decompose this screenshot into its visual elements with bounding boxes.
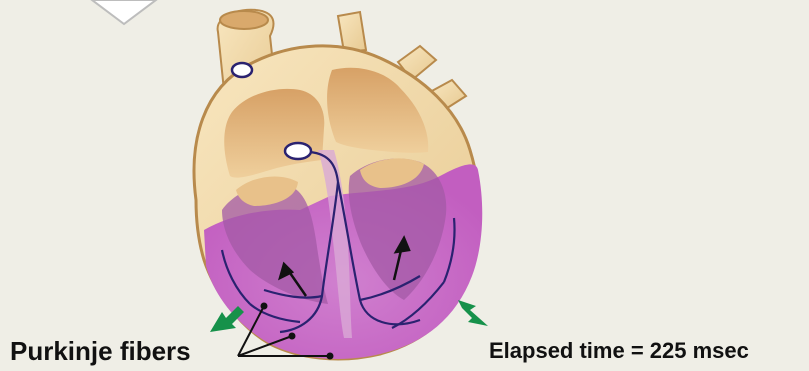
aorta-opening	[220, 11, 268, 29]
pointer-dot-3	[328, 354, 333, 359]
av-node	[285, 143, 311, 159]
pointer-dot-1	[262, 304, 267, 309]
elapsed-time-label: Elapsed time = 225 msec	[489, 338, 749, 364]
green-arrow-right-icon	[458, 300, 488, 326]
pointer-dot-2	[290, 334, 295, 339]
corner-diamond-shape	[92, 0, 156, 24]
sa-node	[232, 63, 252, 77]
purkinje-fibers-label: Purkinje fibers	[10, 336, 191, 367]
